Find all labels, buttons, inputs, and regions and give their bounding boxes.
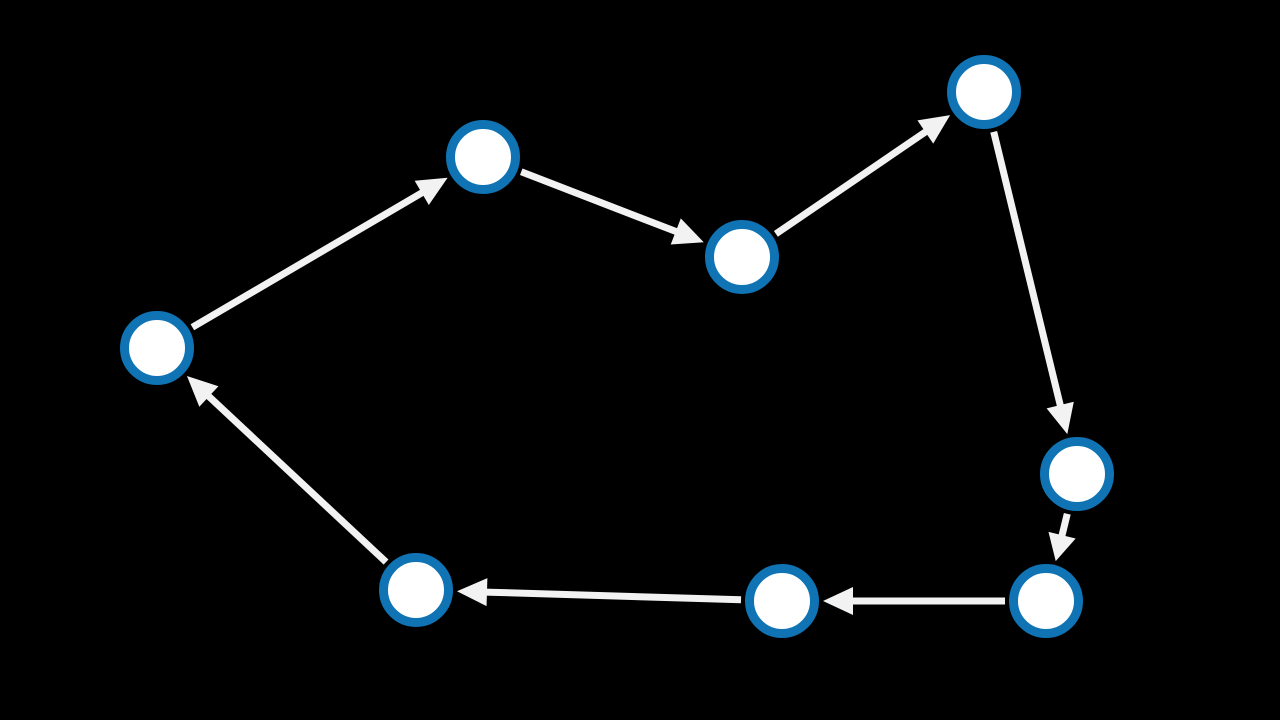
graph-node-n8[interactable] [379,553,453,627]
node-circle [446,120,520,194]
graph-node-n3[interactable] [705,220,779,294]
edge-line [190,188,426,331]
edge-line [773,127,929,237]
arrowhead-icon [414,177,448,205]
edge-line [519,168,679,236]
node-circle [947,55,1021,129]
graph-node-n6[interactable] [1009,564,1083,638]
arrowhead-icon [1046,401,1074,435]
graph-node-n5[interactable] [1040,437,1114,511]
edge-n6-to-n7[interactable] [823,587,1005,615]
arrowhead-icon [1048,531,1076,562]
edge-line [990,131,1065,408]
edge-line [484,588,742,604]
node-circle [120,311,194,385]
edge-n4-to-n5[interactable] [990,131,1074,435]
arrowhead-icon [823,587,853,615]
node-circle [379,553,453,627]
node-layer [120,55,1114,638]
arrowhead-icon [456,578,488,607]
arrowhead-icon [917,115,951,144]
node-circle [1009,564,1083,638]
node-circle [745,564,819,638]
edge-line [205,392,389,565]
graph-node-n2[interactable] [446,120,520,194]
edge-n8-to-n1[interactable] [186,375,389,565]
arrowhead-icon [186,375,219,407]
edge-n1-to-n2[interactable] [190,177,448,331]
graph-node-n1[interactable] [120,311,194,385]
edge-layer [186,115,1076,615]
edge-line [1058,512,1071,538]
edge-n5-to-n6[interactable] [1048,512,1076,562]
edge-n2-to-n3[interactable] [519,168,704,245]
node-circle [1040,437,1114,511]
arrowhead-icon [670,218,704,245]
node-circle [705,220,779,294]
edge-n7-to-n8[interactable] [456,578,742,607]
graph-node-n4[interactable] [947,55,1021,129]
graph-node-n7[interactable] [745,564,819,638]
edge-n3-to-n4[interactable] [773,115,951,237]
